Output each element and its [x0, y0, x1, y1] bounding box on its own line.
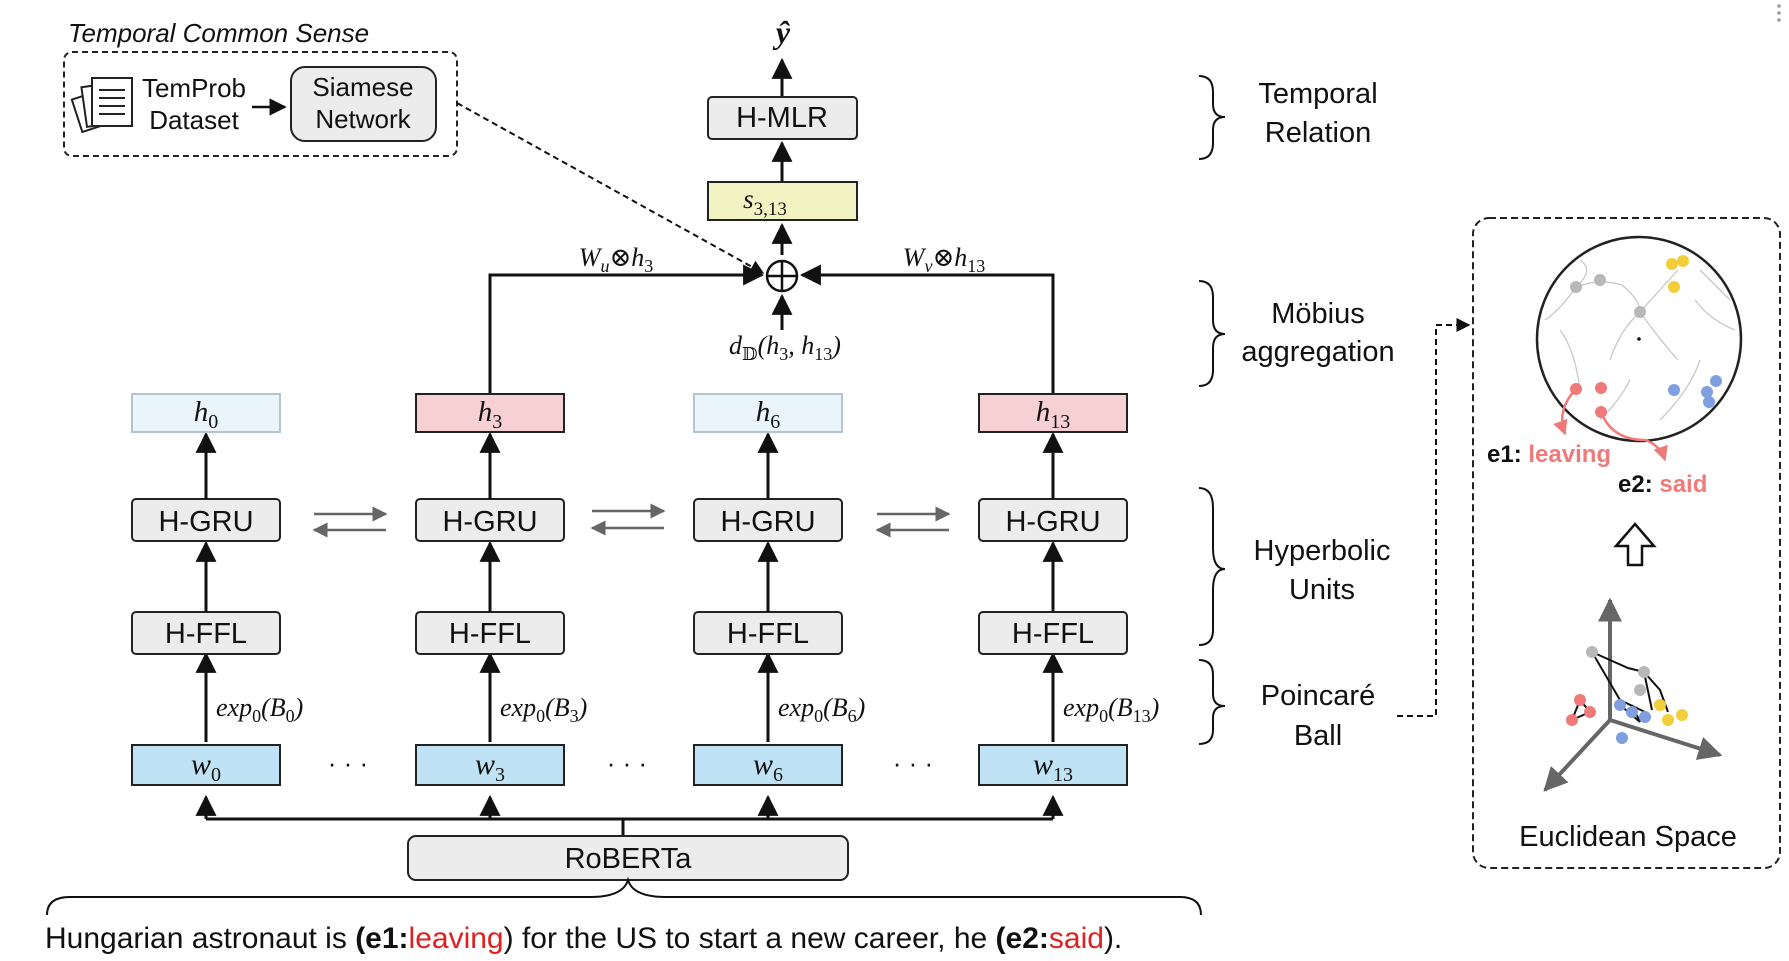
word-embedding-box: [978, 744, 1128, 786]
mobius-label-l1: Möbius: [1271, 298, 1365, 330]
temporal-relation-label-l1: Temporal: [1258, 78, 1377, 110]
euclidean-3d-plot: [1543, 597, 1723, 792]
input-sentence: Hungarian astronaut is (e1:leaving) for …: [45, 922, 1122, 955]
word-embedding-box: [415, 744, 565, 786]
hidden-state-label: h13: [1036, 396, 1071, 433]
poincare-to-panel-connector: [1397, 318, 1471, 717]
s-3-13-label: s3,13: [743, 184, 787, 220]
word-embedding-label: w3: [475, 748, 505, 786]
hyperbolic-units-label-l1: Hyperbolic: [1254, 535, 1391, 567]
exp-map-label: exp0(B13): [1063, 693, 1159, 726]
hidden-state-label: h0: [194, 396, 219, 433]
embedding-space-panel: e1: leaving e2: said: [1472, 217, 1781, 869]
siamese-to-aggregation-dashed-arrow: [456, 102, 765, 274]
h3-to-aggregation-line: [488, 264, 765, 394]
hyperbolic-units-label-l2: Units: [1289, 574, 1355, 606]
h-mlr-box: [707, 96, 858, 140]
mapping-up-arrow-icon: [1613, 522, 1657, 567]
poincare-disk: [1535, 235, 1743, 462]
token-column-0: w0 exp0(B0) H-FFL H-GRU h0: [131, 393, 303, 786]
hidden-state-label: h6: [756, 396, 781, 433]
siamese-network-box: [290, 66, 437, 142]
temporal-common-sense-module: Temporal Common Sense TemProb Dataset Si…: [63, 18, 458, 157]
roberta-encoder: RoBERTa: [195, 794, 1064, 881]
temporal-relation-label-l2: Relation: [1265, 117, 1371, 149]
hyperbolic-distance-label: d𝔻(h3, h13): [729, 331, 841, 364]
h-gru-label: H-GRU: [442, 506, 537, 538]
mobius-aggregation: Wu⊗h3 Wv⊗h13 d𝔻(h3, h13): [488, 243, 1055, 394]
word-embedding-label: w6: [753, 748, 783, 786]
hidden-state-label: h3: [478, 396, 503, 433]
exp-map-label: exp0(B0): [216, 693, 303, 726]
exp-map-label: exp0(B6): [778, 693, 865, 726]
hidden-state-box: [693, 393, 843, 433]
hidden-state-box: [978, 393, 1128, 433]
word-embedding-box: [131, 744, 281, 786]
e1-label: e1: leaving: [1487, 441, 1611, 468]
wv-h13-label: Wv⊗h13: [903, 243, 985, 276]
temprob-label-line1: TemProb: [142, 73, 246, 103]
token-column-1: w3 exp0(B3) H-FFL H-GRU h3: [415, 393, 587, 786]
word-embedding-label: w0: [191, 748, 221, 786]
token-column-3: w13 exp0(B13) H-FFL H-GRU h13: [978, 393, 1159, 786]
hidden-state-box: [131, 393, 281, 433]
euclidean-space-label: Euclidean Space: [1519, 821, 1737, 853]
ellipsis-2: · · ·: [607, 748, 647, 778]
document-stack-icon: [70, 77, 133, 134]
h-gru-label: H-GRU: [720, 506, 815, 538]
h-ffl-label: H-FFL: [449, 618, 531, 650]
temprob-label-line2: Dataset: [149, 105, 239, 135]
ellipsis-3: · · ·: [893, 748, 933, 778]
token-columns: w0 exp0(B0) H-FFL H-GRU h0 w3 exp0(B3) H-FFL H-G…: [131, 393, 1159, 786]
h-mlr-label: H-MLR: [736, 102, 828, 134]
roberta-label: RoBERTa: [565, 843, 693, 875]
h-ffl-label: H-FFL: [1012, 618, 1094, 650]
ellipsis-1: · · ·: [328, 748, 368, 778]
panel-dashed-frame: [1472, 217, 1781, 869]
mobius-label-l2: aggregation: [1241, 336, 1394, 368]
e2-label: e2: said: [1618, 471, 1707, 498]
exp-map-label: exp0(B3): [500, 693, 587, 726]
more-options-icon[interactable]: [1777, 4, 1781, 22]
token-column-2: w6 exp0(B6) H-FFL H-GRU h6: [693, 393, 865, 786]
h-gru-label: H-GRU: [1005, 506, 1100, 538]
poincare-ball-label-l1: Poincaré: [1261, 680, 1375, 712]
sentence-brace: [46, 876, 1202, 916]
poincare-ball-label-l2: Ball: [1294, 720, 1342, 752]
y-hat-label: ŷ: [772, 14, 791, 50]
siamese-label-line2: Network: [315, 104, 411, 134]
s-3-13-box: [707, 181, 858, 221]
hidden-state-box: [415, 393, 565, 433]
common-sense-title: Temporal Common Sense: [68, 18, 369, 48]
h-gru-label: H-GRU: [158, 506, 253, 538]
word-embedding-label: w13: [1033, 748, 1073, 786]
h13-to-aggregation-line: [799, 264, 1055, 394]
gru-bidirectional-arrows: [312, 503, 951, 538]
wu-h3-label: Wu⊗h3: [579, 243, 653, 276]
layer-braces: [1198, 75, 1226, 745]
word-embedding-box: [693, 744, 843, 786]
output-head: ŷ H-MLR s3,13: [707, 14, 858, 255]
h-ffl-label: H-FFL: [165, 618, 247, 650]
siamese-label-line1: Siamese: [312, 72, 413, 102]
h-ffl-label: H-FFL: [727, 618, 809, 650]
